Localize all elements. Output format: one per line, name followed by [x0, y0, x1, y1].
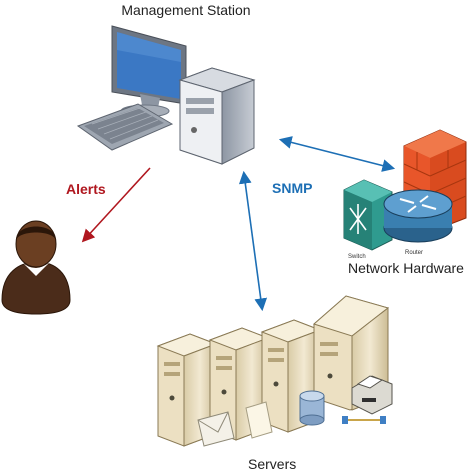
server-group — [156, 295, 390, 447]
alerts-label: Alerts — [66, 181, 106, 197]
computer-icon — [76, 25, 256, 165]
switch-icon — [343, 179, 393, 251]
alerts-arrow — [81, 167, 151, 243]
document-icon — [245, 401, 273, 439]
management-station-label: Management Station — [121, 2, 251, 18]
network-hardware-label: Network Hardware — [348, 260, 464, 276]
switch-label: Switch — [348, 254, 366, 260]
database-icon — [299, 390, 325, 426]
router-icon — [383, 189, 453, 243]
printer-icon — [342, 375, 393, 424]
snmp-arrow-servers — [238, 170, 268, 312]
snmp-label: SNMP — [272, 180, 313, 196]
server-icon — [156, 333, 218, 447]
router-label: Router — [405, 250, 423, 256]
mail-icon — [197, 411, 235, 447]
servers-label: Servers — [248, 456, 297, 472]
snmp-arrow-network — [278, 136, 396, 172]
person-icon — [1, 220, 71, 315]
